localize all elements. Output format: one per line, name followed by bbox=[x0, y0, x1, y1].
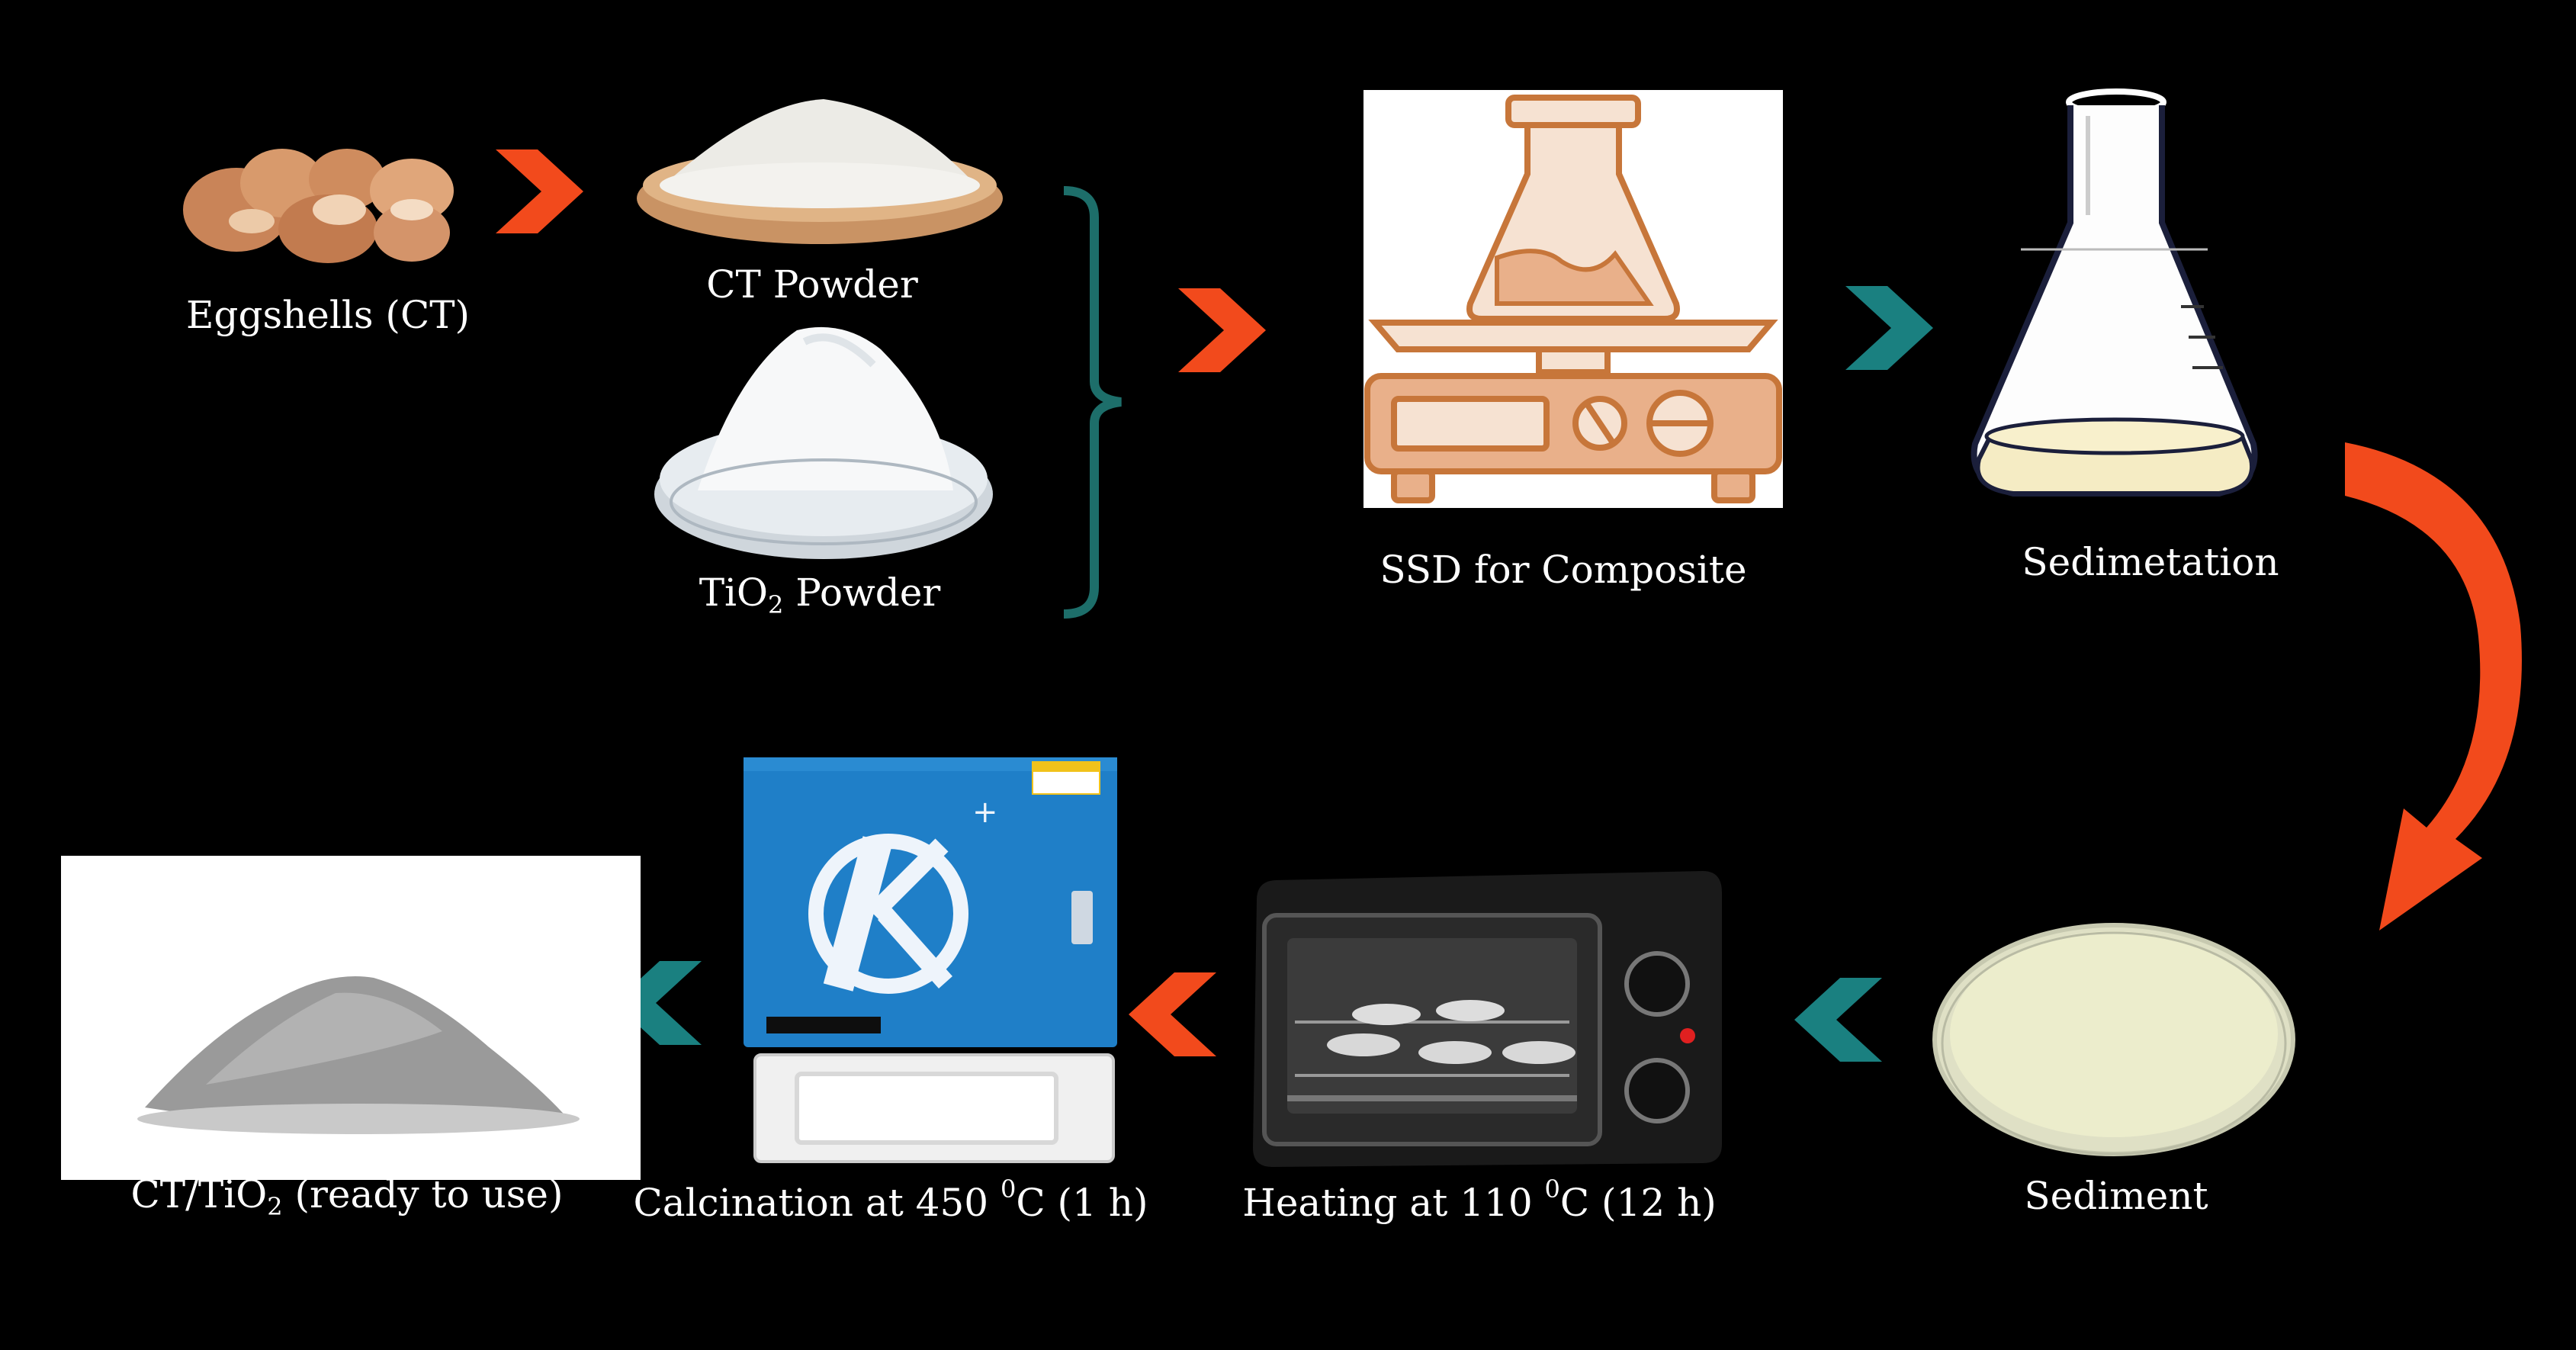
calcination-label: Calcination at 450 0C (1 h) bbox=[633, 1175, 1148, 1225]
tio2-powder-label: TiO2 Powder bbox=[699, 571, 941, 619]
gray-powder-pile bbox=[137, 976, 580, 1134]
bracket bbox=[1063, 186, 1122, 619]
ct-powder-label: CT Powder bbox=[706, 262, 918, 307]
arrow-right-icon bbox=[496, 149, 583, 233]
furnace-image: + bbox=[744, 757, 1117, 1163]
oven-image bbox=[1253, 871, 1722, 1167]
sedimentation-label: Sedimetation bbox=[2022, 540, 2279, 584]
sediment-image bbox=[1932, 923, 2295, 1156]
eggshells-image bbox=[183, 149, 454, 263]
ssd-apparatus-icon bbox=[1364, 95, 1782, 503]
final-product-label: CT/TiO2 (ready to use) bbox=[130, 1172, 564, 1221]
arrow-right-icon bbox=[1845, 286, 1933, 370]
ct-powder-image bbox=[637, 99, 1003, 244]
arrow-right-icon bbox=[1178, 288, 1266, 372]
sediment-label: Sediment bbox=[2024, 1174, 2208, 1218]
curved-arrow-icon bbox=[2345, 442, 2522, 931]
heating-label: Heating at 110 0C (12 h) bbox=[1242, 1175, 1717, 1225]
ssd-label: SSD for Composite bbox=[1380, 548, 1747, 592]
arrow-left-icon bbox=[1129, 972, 1216, 1056]
erlenmeyer-flask-icon bbox=[1971, 88, 2258, 497]
arrow-left-icon bbox=[1794, 978, 1882, 1062]
svg-text:+: + bbox=[972, 795, 998, 830]
tio2-powder-image bbox=[654, 326, 993, 559]
eggshells-label: Eggshells (CT) bbox=[185, 293, 471, 337]
